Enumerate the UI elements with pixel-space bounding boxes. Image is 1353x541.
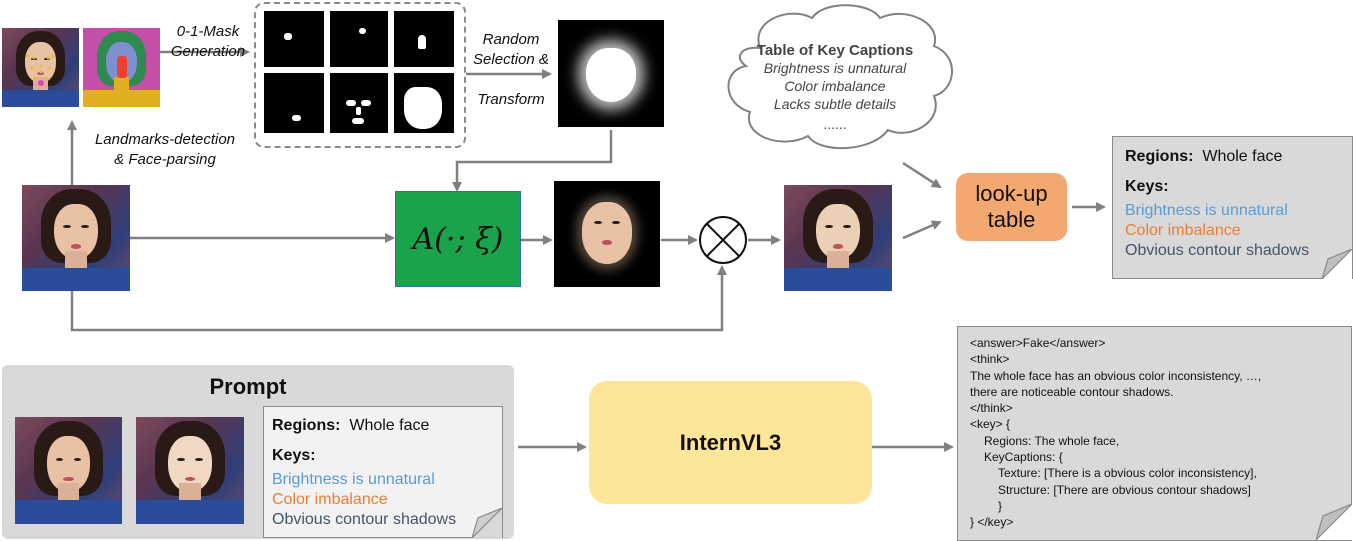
- prompt-forged-photo: [136, 417, 244, 524]
- caption-item: ......: [823, 116, 847, 132]
- augmented-face-photo: [554, 181, 660, 287]
- regions-value: Whole face: [1202, 148, 1283, 165]
- prompt-key-item: Brightness is unnatural: [272, 471, 435, 488]
- caption-cloud: [727, 4, 953, 150]
- output-line: } </key>: [970, 515, 1014, 530]
- prompt-original-photo: [15, 417, 122, 524]
- output-line: </think>: [970, 401, 1013, 416]
- output-note-folded-corner: [1316, 504, 1352, 540]
- arrow-result-to-lookup: [902, 220, 942, 240]
- output-line: }: [998, 498, 1003, 513]
- keys-label: Keys:: [1125, 178, 1169, 195]
- caption-cloud-text: Table of Key Captions Brightness is unna…: [735, 42, 935, 133]
- mask-tile: [264, 11, 324, 67]
- arrow-cloud-to-lookup: [902, 161, 942, 189]
- prompt-regions-value: Whole face: [349, 417, 430, 434]
- mask-tile: [264, 73, 324, 133]
- mask-tile: [394, 11, 454, 67]
- landmarks-photo: [2, 28, 79, 107]
- output-line: The whole face has an obvious color inco…: [970, 368, 1262, 383]
- prompt-regions-label: Regions:: [272, 417, 341, 434]
- mask-tile: [330, 11, 388, 67]
- regions-label: Regions:: [1125, 148, 1194, 165]
- prompt-keys-note: [263, 406, 503, 538]
- landmark-points: [26, 54, 55, 86]
- note-folded-corner: [1322, 249, 1352, 279]
- prompt-note-folded-corner: [472, 508, 502, 538]
- operator-symbol: A(·; ξ): [412, 221, 504, 257]
- model-output-text: <answer>Fake</answer> <think> The whole …: [970, 335, 1261, 531]
- augmentation-operator-box: A(·; ξ): [395, 191, 521, 287]
- model-name: InternVL3: [679, 429, 782, 455]
- output-line: <think>: [970, 352, 1010, 367]
- prompt-key-item: Obvious contour shadows: [272, 511, 457, 528]
- model-output-note: [957, 326, 1352, 541]
- region-keys-content: Regions: Whole face Keys: Brightness is …: [1125, 147, 1309, 261]
- output-line: Structure: [There are obvious contour sh…: [998, 482, 1251, 497]
- blended-result-photo: [784, 185, 892, 291]
- face-parsing-photo: [83, 28, 160, 107]
- key-item: Color imbalance: [1125, 222, 1241, 239]
- mask-generation-label: 0-1-Mask Generation: [170, 23, 246, 60]
- source-photo: [22, 185, 130, 291]
- output-line: KeyCaptions: {: [984, 450, 1063, 465]
- key-item: Brightness is unnatural: [1125, 202, 1288, 219]
- landmarks-label: Landmarks-detection & Face-parsing: [94, 131, 236, 168]
- caption-item: Lacks subtle details: [773, 96, 897, 112]
- caption-item: Brightness is unnatural: [763, 60, 907, 76]
- lookup-table-box: look-up table: [956, 173, 1067, 241]
- caption-item: Color imbalance: [784, 78, 886, 94]
- prompt-keys-content: Regions: Whole face Keys: Brightness is …: [272, 416, 456, 530]
- transform-label: Transform: [477, 91, 545, 108]
- caption-cloud-title: Table of Key Captions: [756, 42, 914, 59]
- multiply-icon: [699, 216, 747, 264]
- prompt-title: Prompt: [209, 374, 287, 399]
- output-line: <answer>Fake</answer>: [970, 336, 1106, 350]
- prompt-key-item: Color imbalance: [272, 491, 388, 508]
- region-keys-note: [1112, 136, 1353, 279]
- prompt-keys-label: Keys:: [272, 447, 316, 464]
- selected-transformed-mask: [558, 20, 664, 127]
- mask-tile: [394, 73, 454, 133]
- output-line: Regions: The whole face,: [984, 433, 1120, 448]
- key-item: Obvious contour shadows: [1125, 242, 1310, 259]
- internvl3-model-box: InternVL3: [589, 381, 872, 504]
- mask-tile: [330, 73, 388, 133]
- output-line: <key> {: [970, 417, 1011, 432]
- output-line: there are noticeable contour shadows.: [970, 384, 1174, 399]
- random-selection-label: Random Selection &: [473, 31, 549, 68]
- output-line: Texture: [There is a obvious color incon…: [998, 466, 1257, 481]
